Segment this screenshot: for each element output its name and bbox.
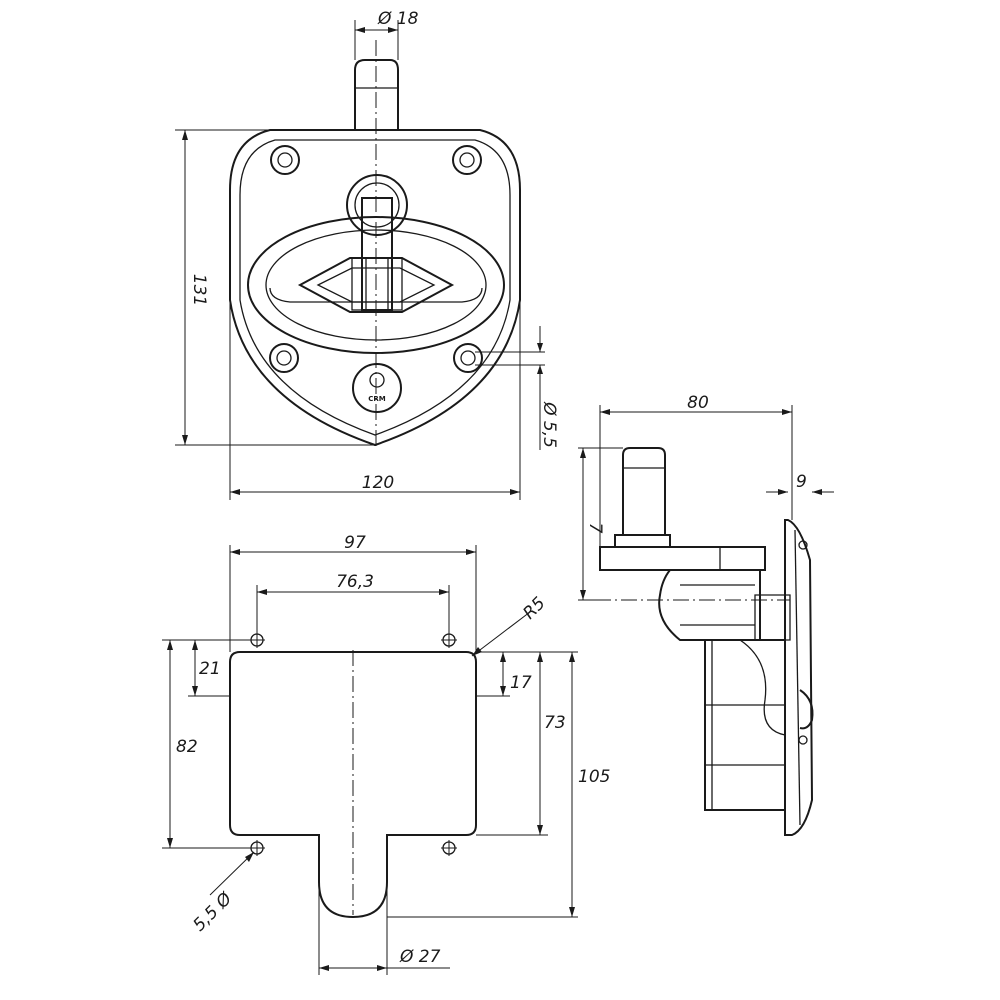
lock-cylinder: CRM (352, 363, 402, 413)
dim-hole-dia: Ø 5,5 (539, 401, 559, 448)
mount-hole-top-right (452, 145, 482, 175)
side-view: 80 9 7 (578, 393, 834, 836)
dim-cutout-height: 73 (544, 713, 566, 733)
dim-cutout-hole-dia: 5,5 Ø (189, 889, 236, 936)
dim-top-offset-right: 17 (510, 673, 532, 693)
dim-side-offset: 7 (585, 523, 605, 534)
dim-cutout-width: 97 (344, 533, 366, 553)
brand-mark: CRM (368, 395, 386, 403)
dim-height: 131 (189, 274, 209, 306)
dim-hole-vertical: 82 (176, 737, 198, 757)
mount-hole-top-left (270, 145, 300, 175)
mount-hole-bottom-left (269, 343, 299, 373)
cutout-hole-top-left (249, 632, 265, 648)
front-view: CRM Ø 18 131 120 Ø 5,5 (175, 9, 559, 500)
dim-side-depth: 80 (687, 393, 709, 413)
dim-top-offset-left: 21 (199, 659, 221, 679)
dim-hole-spacing: 76,3 (336, 572, 374, 592)
dim-total-height: 105 (578, 767, 610, 787)
dim-tab-width: Ø 27 (399, 947, 441, 967)
dim-corner-radius: R5 (519, 593, 549, 623)
cutout-hole-bottom-right (441, 840, 457, 856)
mount-hole-bottom-right (453, 343, 483, 373)
dim-side-flange: 9 (796, 472, 807, 492)
dim-stem-dia: Ø 18 (377, 9, 419, 29)
cutout-view: 97 76,3 R5 21 82 17 (162, 533, 610, 975)
dim-width: 120 (362, 473, 394, 493)
cutout-hole-top-right (441, 632, 457, 648)
